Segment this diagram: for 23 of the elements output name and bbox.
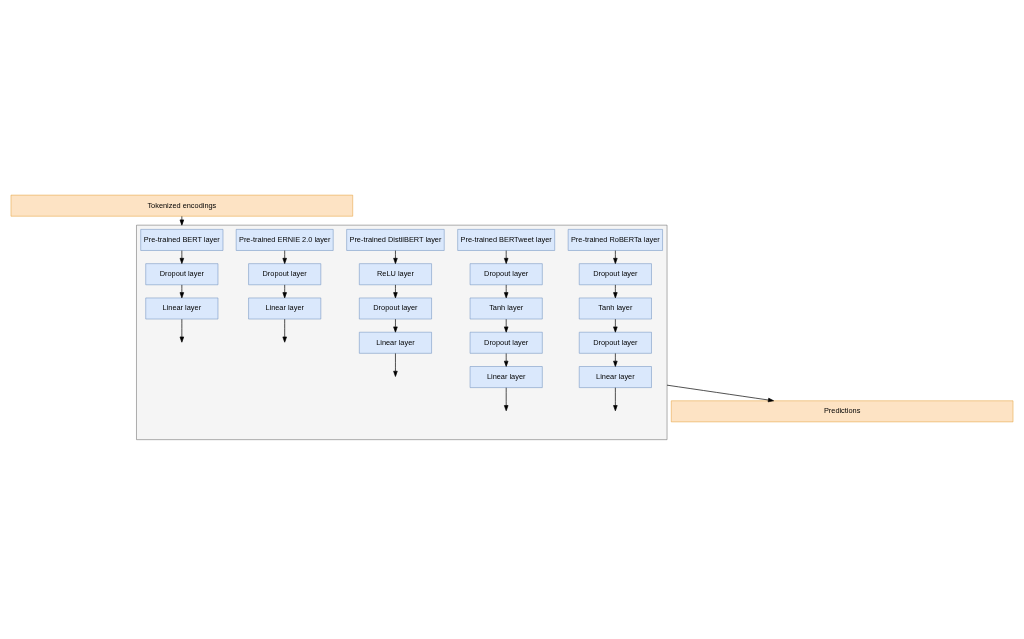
arrow (393, 318, 398, 333)
arrow (282, 284, 287, 299)
arrow (504, 387, 509, 412)
arrow (179, 318, 185, 343)
arrow (666, 384, 774, 403)
arrow (179, 216, 185, 226)
arrow (282, 250, 287, 264)
arrow (613, 250, 618, 264)
arrow (393, 250, 398, 264)
arrow (613, 284, 618, 299)
arrow (393, 284, 398, 299)
arrow (179, 284, 185, 299)
arrow (504, 250, 509, 264)
cluster (136, 224, 668, 440)
arrow (282, 318, 287, 343)
arrow (179, 250, 185, 264)
arrow (613, 353, 618, 367)
arrow (613, 387, 618, 412)
arrow (613, 318, 618, 333)
arrow (504, 284, 509, 299)
arrow (393, 353, 398, 377)
arrow (504, 318, 509, 333)
arrow (504, 353, 509, 367)
